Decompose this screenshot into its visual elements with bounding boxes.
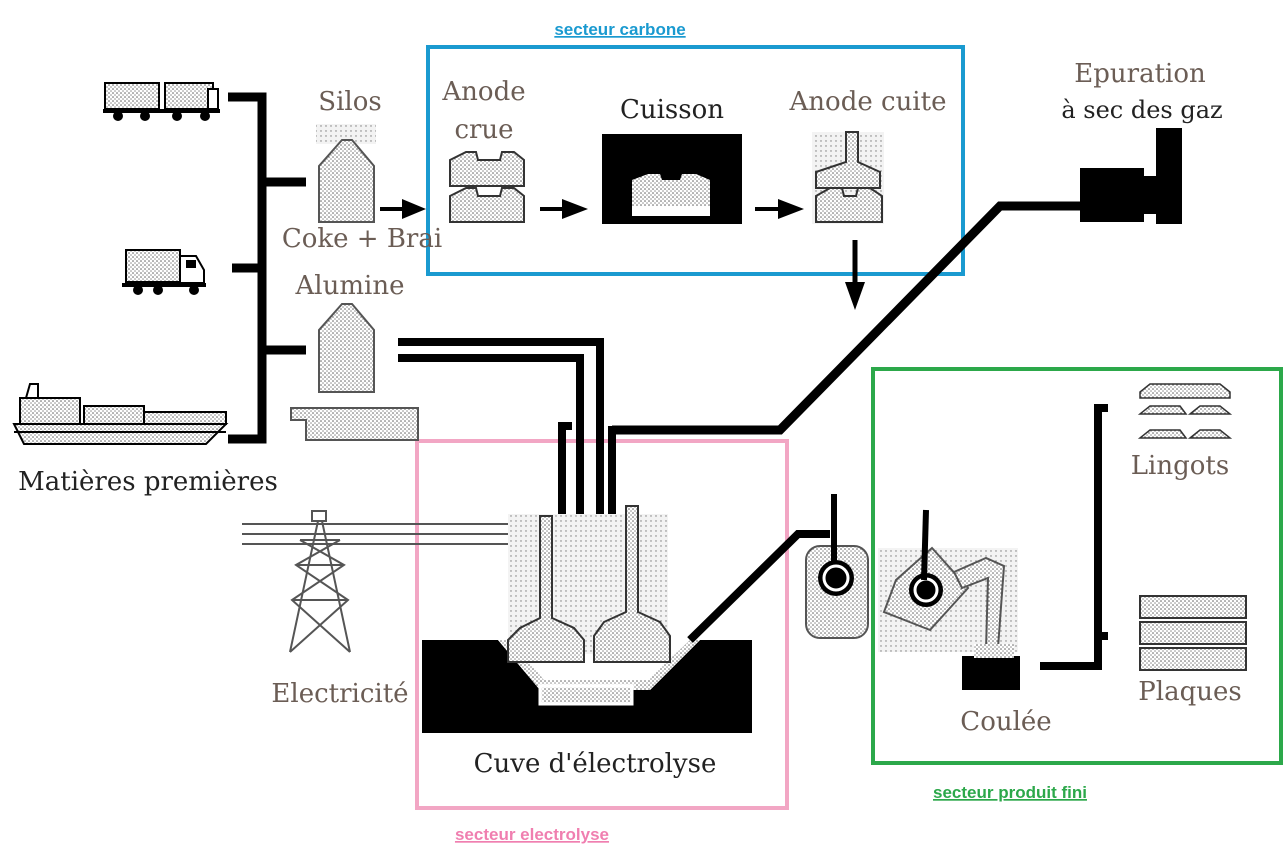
ingot-icon [1137, 383, 1233, 439]
coulee-label: Coulée [960, 707, 1051, 737]
truck-icon [103, 82, 220, 121]
pylon-icon [242, 510, 520, 653]
silo-icon [316, 124, 376, 223]
sector-carbone-label: secteur carbone [554, 20, 685, 39]
crucible-icon [805, 494, 869, 639]
silos-label: Silos [318, 87, 381, 117]
carbone-sector-frame [426, 45, 965, 276]
metal-transfer-pipe [687, 530, 830, 643]
furnace-icon [602, 134, 742, 224]
matieres-premieres-label: Matières premières [18, 467, 278, 497]
plaques-label: Plaques [1138, 677, 1241, 707]
electricite-label: Electricité [271, 679, 408, 709]
products-bracket [1040, 404, 1108, 670]
alumina-feed-duct-inner [398, 354, 584, 540]
fume-duct [612, 201, 1080, 435]
epuration-label-line2: à sec des gaz [1061, 96, 1222, 124]
lorry-icon [122, 249, 206, 295]
plate-icon [1139, 595, 1247, 671]
casting-mold-icon [962, 644, 1020, 690]
alumine-label: Alumine [295, 271, 405, 301]
anode-crue-icon [449, 151, 525, 223]
alumina-feed-duct-outer [398, 338, 604, 520]
raw-materials-bracket [228, 92, 306, 444]
feed-pipe-left [558, 422, 572, 548]
anode-crue-label-line1: Anode [441, 77, 525, 107]
coke-brai-label: Coke + Brai [282, 224, 442, 254]
anode-cuite-label: Anode cuite [789, 87, 947, 117]
epuration-label-line1: Epuration [1074, 59, 1206, 89]
alumina-silo-icon [290, 303, 419, 441]
arrow-to-anode-cuite [755, 199, 804, 219]
arrow-anode-down [845, 240, 865, 310]
produit-fini-sector-frame [871, 367, 1283, 765]
electrolysis-cell [422, 505, 752, 733]
cuisson-label: Cuisson [620, 95, 724, 125]
sector-electrolyse-label: secteur electrolyse [455, 825, 609, 844]
ladle-icon [878, 509, 1018, 652]
cuve-label: Cuve d'électrolyse [474, 749, 717, 779]
lingots-label: Lingots [1131, 451, 1229, 481]
sector-produit-fini-label: secteur produit fini [933, 783, 1087, 802]
arrow-to-anode-crue [380, 199, 426, 219]
anode-icon [812, 131, 884, 224]
scrubber-icon [1080, 128, 1182, 224]
ship-icon [12, 383, 229, 445]
arrow-to-cuisson [540, 199, 588, 219]
anode-crue-label-line2: crue [454, 115, 513, 145]
